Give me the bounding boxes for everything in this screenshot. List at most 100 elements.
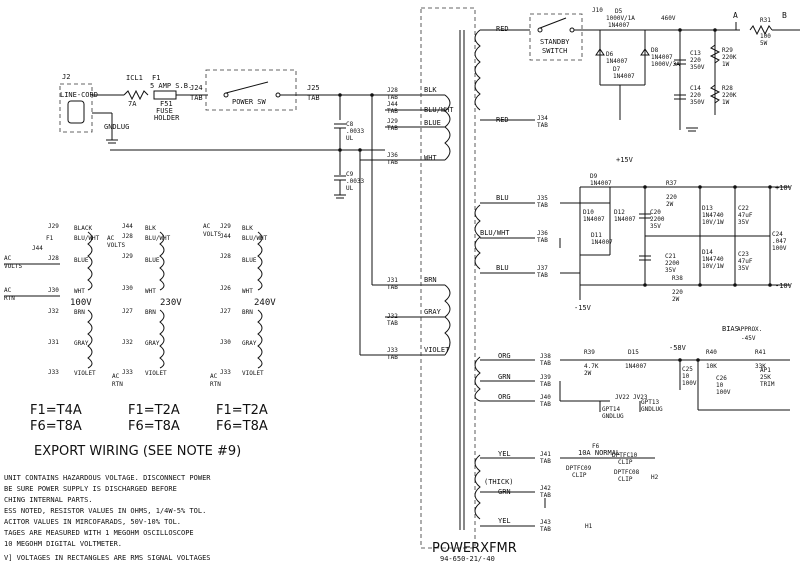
fuse-ratings: F1=T4A F6=T8A F1=T2A F6=T8A F1=T2A F6=T8… (30, 403, 268, 434)
svg-text:C13: C13 (690, 50, 701, 57)
svg-text:BLACK: BLACK (74, 225, 92, 232)
svg-text:C20: C20 (650, 209, 661, 216)
svg-text:35V: 35V (738, 219, 749, 226)
svg-text:GPT14: GPT14 (602, 406, 620, 413)
svg-text:J28: J28 (387, 87, 398, 94)
svg-text:AC: AC (4, 255, 12, 262)
svg-text:TAB: TAB (387, 94, 398, 101)
svg-text:94-650-21/-40: 94-650-21/-40 (440, 555, 495, 563)
svg-text:B: B (782, 11, 787, 20)
svg-text:TAB: TAB (540, 401, 551, 408)
svg-text:BLUE: BLUE (424, 119, 441, 127)
svg-text:GRN: GRN (498, 373, 511, 381)
svg-text:VIOLET: VIOLET (242, 370, 264, 377)
svg-text:BLK: BLK (242, 225, 253, 232)
svg-text:AP1: AP1 (760, 367, 771, 374)
svg-text:BLU: BLU (496, 194, 509, 202)
svg-text:TAB: TAB (190, 94, 203, 102)
svg-text:220: 220 (672, 289, 683, 296)
svg-text:VOLTS: VOLTS (4, 263, 22, 270)
svg-text:TAB: TAB (540, 381, 551, 388)
svg-text:1W: 1W (722, 99, 730, 106)
svg-text:APPROX.: APPROX. (737, 326, 762, 333)
svg-text:J25: J25 (307, 84, 320, 92)
svg-text:WHT: WHT (74, 288, 85, 295)
svg-text:R41: R41 (755, 349, 766, 356)
svg-text:RTN: RTN (210, 381, 221, 388)
svg-text:5W: 5W (760, 40, 768, 47)
svg-text:BRN: BRN (242, 309, 253, 316)
svg-text:DPTFC08: DPTFC08 (614, 469, 640, 476)
svg-text:TAB: TAB (540, 526, 551, 533)
svg-text:TAB: TAB (537, 272, 548, 279)
svg-text:R38: R38 (672, 275, 683, 282)
svg-text:V] VOLTAGES IN RECTANGLES ARE: V] VOLTAGES IN RECTANGLES ARE RMS SIGNAL… (4, 554, 211, 562)
svg-text:R29: R29 (722, 47, 733, 54)
svg-text:220K: 220K (722, 92, 737, 99)
power-transformer: POWERXFMR 94-650-21/-40 (420, 7, 517, 563)
svg-text:33K: 33K (755, 363, 766, 370)
svg-text:BLUE: BLUE (242, 257, 257, 264)
svg-text:1N4740: 1N4740 (702, 256, 724, 263)
svg-text:350V: 350V (690, 99, 705, 106)
svg-text:AC: AC (210, 373, 218, 380)
svg-text:SWITCH: SWITCH (542, 47, 567, 55)
svg-text:J44: J44 (220, 233, 231, 240)
svg-text:BLUE: BLUE (74, 257, 89, 264)
svg-text:J31: J31 (387, 277, 398, 284)
svg-text:C22: C22 (738, 205, 749, 212)
svg-text:CLIP: CLIP (618, 476, 633, 483)
svg-text:F1: F1 (46, 235, 54, 242)
svg-text:F1=T2A: F1=T2A (216, 403, 268, 418)
svg-text:J28: J28 (220, 253, 231, 260)
svg-text:C25: C25 (682, 366, 693, 373)
svg-text:BRN: BRN (424, 276, 437, 284)
svg-text:J30: J30 (122, 285, 133, 292)
svg-text:J29: J29 (220, 223, 231, 230)
svg-text:J38: J38 (540, 353, 551, 360)
svg-text:100V: 100V (772, 245, 787, 252)
svg-text:J33: J33 (122, 369, 133, 376)
svg-text:WHT: WHT (424, 154, 437, 162)
svg-text:BLK: BLK (145, 225, 156, 232)
svg-text:TAB: TAB (387, 354, 398, 361)
svg-text:35V: 35V (650, 223, 661, 230)
svg-text:R39: R39 (584, 349, 595, 356)
svg-text:F1=T4A: F1=T4A (30, 403, 82, 418)
svg-text:DPTFC10: DPTFC10 (612, 452, 638, 459)
svg-text:RTN: RTN (112, 381, 123, 388)
secondary-red: RED RED J34 TAB (474, 25, 548, 129)
svg-text:J36: J36 (387, 152, 398, 159)
svg-text:BLK: BLK (424, 86, 437, 94)
svg-text:TAB: TAB (387, 320, 398, 327)
svg-text:C26: C26 (716, 375, 727, 382)
svg-text:J32: J32 (122, 339, 133, 346)
svg-text:1N4740: 1N4740 (702, 212, 724, 219)
svg-text:TAB: TAB (307, 94, 320, 102)
svg-text:C23: C23 (738, 251, 749, 258)
svg-text:D13: D13 (702, 205, 713, 212)
svg-text:460V: 460V (661, 15, 676, 22)
svg-text:D12: D12 (614, 209, 625, 216)
svg-text:2200: 2200 (650, 216, 665, 223)
svg-text:R31: R31 (760, 17, 771, 24)
svg-text:H1: H1 (585, 523, 593, 530)
secondary-blu: BLU J35 TAB BLU/WHT J36 TAB BLU J37 TAB (474, 194, 561, 279)
line-cord-block: J2 LINE-CORD GNDLUG (59, 73, 129, 144)
svg-text:TAB: TAB (387, 284, 398, 291)
svg-text:BE SURE POWER SUPPLY IS DISCHA: BE SURE POWER SUPPLY IS DISCHARGED BEFOR… (4, 485, 177, 493)
svg-text:10V/1W: 10V/1W (702, 219, 724, 226)
svg-text:D15: D15 (628, 349, 639, 356)
svg-text:VIOLET: VIOLET (424, 346, 450, 354)
svg-text:F1=T2A: F1=T2A (128, 403, 180, 418)
svg-text:VIOLET: VIOLET (145, 370, 167, 377)
svg-text:ORG: ORG (498, 393, 511, 401)
svg-text:BLU/WHT: BLU/WHT (480, 229, 510, 237)
svg-text:+10V: +10V (775, 184, 793, 192)
svg-text:F6=T8A: F6=T8A (128, 419, 180, 434)
svg-text:YEL: YEL (498, 517, 511, 525)
svg-text:47uF: 47uF (738, 212, 753, 219)
svg-text:J31: J31 (48, 339, 59, 346)
svg-text:220: 220 (690, 57, 701, 64)
svg-text:CHING INTERNAL PARTS.: CHING INTERNAL PARTS. (4, 496, 93, 504)
